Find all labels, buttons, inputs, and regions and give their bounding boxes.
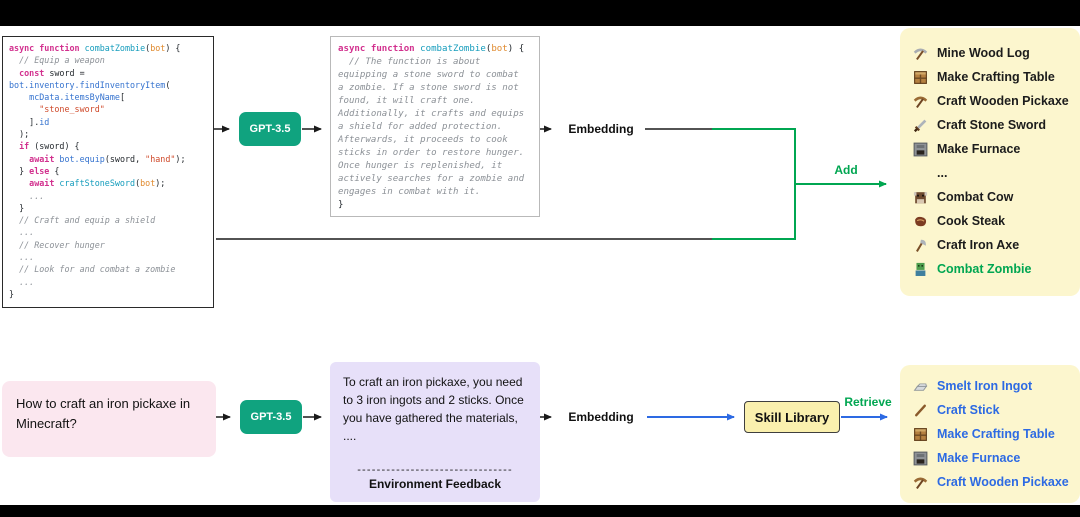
skill-description-panel: async function combatZombie(bot) { // Th… bbox=[330, 36, 540, 217]
skill-item: ... bbox=[912, 161, 1068, 185]
iron-ingot-icon bbox=[912, 378, 929, 395]
skill-label: Combat Zombie bbox=[937, 262, 1032, 276]
embedding-label-bottom: Embedding bbox=[561, 410, 641, 424]
furnace-icon bbox=[912, 141, 929, 158]
skill-code-panel: async function combatZombie(bot) { // Eq… bbox=[2, 36, 214, 308]
wooden-pickaxe-icon bbox=[912, 474, 929, 491]
skill-label: Craft Wooden Pickaxe bbox=[937, 475, 1069, 489]
skill-item: Craft Wooden Pickaxe bbox=[912, 470, 1069, 494]
feedback-divider: -------------------------------- bbox=[357, 464, 513, 476]
iron-pickaxe-icon bbox=[912, 45, 929, 62]
skill-item: Craft Stone Sword bbox=[912, 113, 1068, 137]
wooden-pickaxe-icon bbox=[912, 93, 929, 110]
skill-item: Make Furnace bbox=[912, 137, 1068, 161]
skill-item: Craft Wooden Pickaxe bbox=[912, 89, 1069, 113]
gpt-box-bottom: GPT-3.5 bbox=[240, 400, 302, 434]
crafting-table-icon bbox=[912, 69, 929, 86]
iron-axe-icon bbox=[912, 237, 929, 254]
skill-item: Combat Cow bbox=[912, 185, 1068, 209]
skill-item: Make Furnace bbox=[912, 446, 1068, 470]
crafting-table-icon bbox=[912, 426, 929, 443]
stick-icon bbox=[912, 402, 929, 419]
skill-item: Make Crafting Table bbox=[912, 65, 1068, 89]
furnace-icon bbox=[912, 450, 929, 467]
skill-label: Mine Wood Log bbox=[937, 46, 1030, 60]
skill-label: Make Furnace bbox=[937, 451, 1021, 465]
skill-label: Craft Stick bbox=[937, 403, 1000, 417]
environment-feedback-box: To craft an iron pickaxe, you need to 3 … bbox=[330, 362, 540, 502]
steak-icon bbox=[912, 213, 929, 230]
embedding-label-top: Embedding bbox=[561, 122, 641, 136]
skill-item: Smelt Iron Ingot bbox=[912, 374, 1068, 398]
skill-label: Craft Stone Sword bbox=[937, 118, 1047, 132]
skill-label: Combat Cow bbox=[937, 190, 1014, 204]
none-icon bbox=[912, 165, 929, 182]
skill-label: Make Crafting Table bbox=[937, 427, 1055, 441]
feedback-caption: Environment Feedback bbox=[368, 477, 502, 491]
skill-label: Make Furnace bbox=[937, 142, 1021, 156]
skill-item: Craft Stick bbox=[912, 398, 1068, 422]
zombie-icon bbox=[912, 261, 929, 278]
skill-label: Craft Wooden Pickaxe bbox=[937, 94, 1069, 108]
add-arrow-label: Add bbox=[834, 163, 858, 177]
skill-label: Smelt Iron Ingot bbox=[937, 379, 1033, 393]
skill-label: Make Crafting Table bbox=[937, 70, 1055, 84]
skill-library-box: Skill Library bbox=[744, 401, 840, 433]
gpt-box-top: GPT-3.5 bbox=[239, 112, 301, 146]
feedback-text: To craft an iron pickaxe, you need to 3 … bbox=[343, 375, 524, 443]
cow-icon bbox=[912, 189, 929, 206]
skill-item: Make Crafting Table bbox=[912, 422, 1068, 446]
skill-item: Mine Wood Log bbox=[912, 41, 1068, 65]
skill-label: ... bbox=[937, 166, 948, 180]
stone-sword-icon bbox=[912, 117, 929, 134]
skill-item: Combat Zombie bbox=[912, 257, 1068, 281]
skill-item: Cook Steak bbox=[912, 209, 1068, 233]
skill-item: Craft Iron Axe bbox=[912, 233, 1068, 257]
skill-label: Craft Iron Axe bbox=[937, 238, 1020, 252]
retrieve-arrow-label: Retrieve bbox=[844, 395, 892, 409]
prompt-box: How to craft an iron pickaxe in Minecraf… bbox=[2, 381, 216, 457]
skill-label: Cook Steak bbox=[937, 214, 1006, 228]
